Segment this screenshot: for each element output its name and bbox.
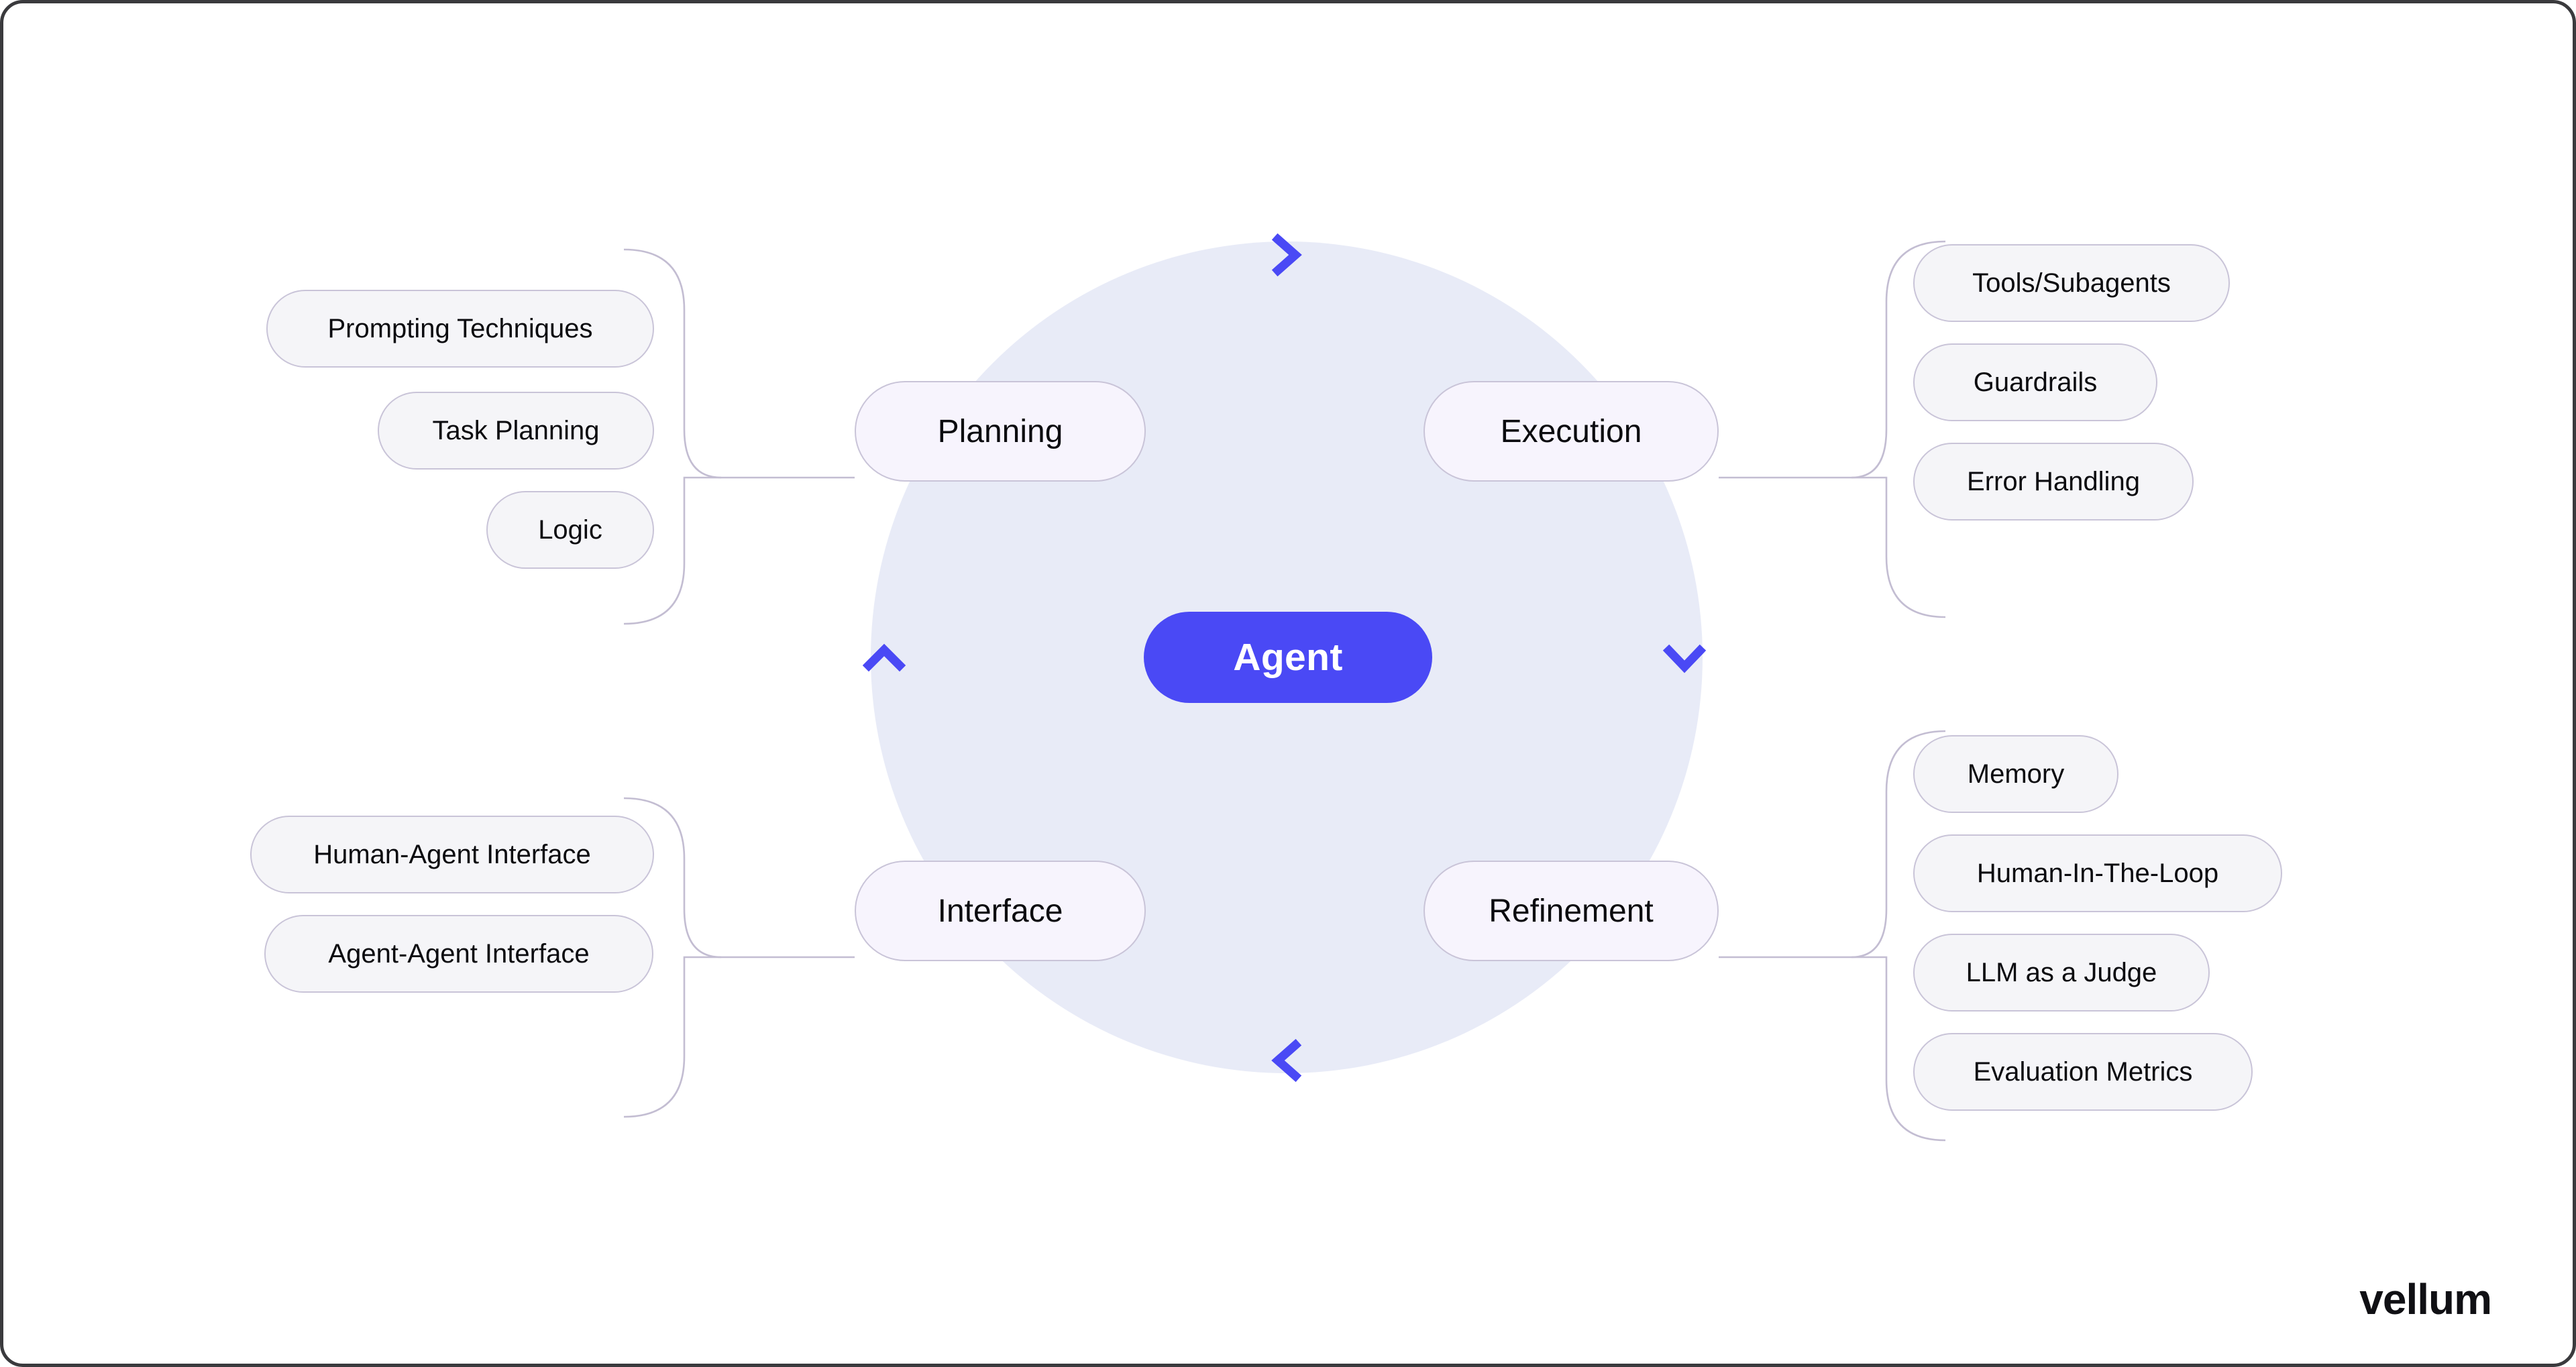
- vellum-wordmark: vellum: [2359, 1275, 2492, 1323]
- leaf-label: Logic: [538, 514, 602, 545]
- leaf-node-prompting-techniques[interactable]: Prompting Techniques: [266, 290, 654, 368]
- leaf-node-tools-subagents[interactable]: Tools/Subagents: [1913, 244, 2230, 322]
- leaf-node-human-agent-interface[interactable]: Human-Agent Interface: [250, 816, 654, 893]
- leaf-node-error-handling[interactable]: Error Handling: [1913, 443, 2194, 521]
- leaf-label: Human-In-The-Loop: [1976, 858, 2219, 888]
- leaf-label: Guardrails: [1973, 367, 2098, 397]
- chevron-up-icon: [862, 636, 906, 680]
- category-node-execution[interactable]: Execution: [1424, 381, 1719, 482]
- leaf-label: LLM as a Judge: [1966, 957, 2157, 987]
- leaf-label: Error Handling: [1967, 466, 2140, 496]
- category-node-interface[interactable]: Interface: [855, 861, 1146, 961]
- leaf-label: Memory: [1967, 759, 2065, 789]
- leaf-node-llm-as-a-judge[interactable]: LLM as a Judge: [1913, 934, 2210, 1011]
- agent-center-node[interactable]: Agent: [1144, 612, 1432, 703]
- leaf-node-memory[interactable]: Memory: [1913, 735, 2118, 813]
- category-label-planning: Planning: [937, 413, 1063, 449]
- leaf-label: Prompting Techniques: [327, 313, 593, 343]
- leaf-node-guardrails[interactable]: Guardrails: [1913, 343, 2157, 421]
- leaf-label: Human-Agent Interface: [313, 839, 591, 869]
- leaf-node-logic[interactable]: Logic: [486, 491, 654, 569]
- leaf-label: Evaluation Metrics: [1973, 1056, 2193, 1087]
- chevron-left-icon: [1265, 1038, 1309, 1083]
- leaf-label: Tools/Subagents: [1972, 268, 2171, 298]
- leaf-node-evaluation-metrics[interactable]: Evaluation Metrics: [1913, 1033, 2253, 1111]
- leaf-node-agent-agent-interface[interactable]: Agent-Agent Interface: [264, 915, 653, 993]
- leaf-label: Task Planning: [432, 415, 600, 445]
- category-node-planning[interactable]: Planning: [855, 381, 1146, 482]
- category-label-execution: Execution: [1500, 413, 1642, 449]
- category-label-interface: Interface: [937, 893, 1063, 929]
- leaf-node-human-in-the-loop[interactable]: Human-In-The-Loop: [1913, 834, 2282, 912]
- chevron-right-icon: [1265, 233, 1309, 277]
- leaf-node-task-planning[interactable]: Task Planning: [378, 392, 654, 470]
- category-node-refinement[interactable]: Refinement: [1424, 861, 1719, 961]
- leaf-label: Agent-Agent Interface: [328, 938, 590, 969]
- chevron-down-icon: [1662, 636, 1707, 680]
- category-label-refinement: Refinement: [1489, 893, 1654, 929]
- agent-center-label: Agent: [1233, 636, 1343, 679]
